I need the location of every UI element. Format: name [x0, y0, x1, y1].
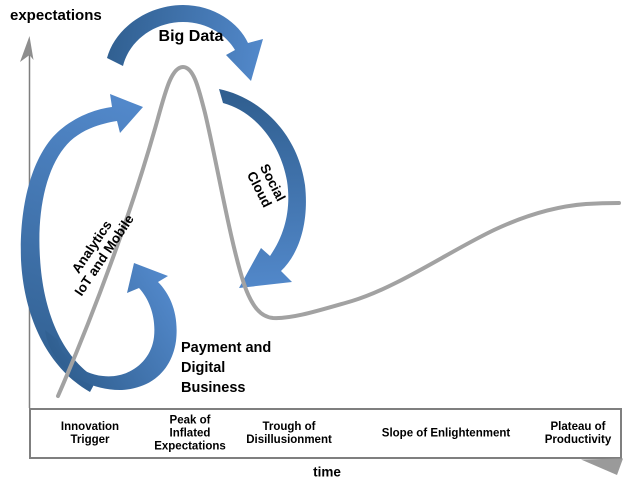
phase-labels-box [29, 408, 622, 459]
phase-label-trough-of-disillusionment: Trough of Disillusionment [246, 421, 332, 446]
y-axis-label: expectations [10, 7, 102, 24]
phase-label-slope-of-enlightenment: Slope of Enlightenment [381, 427, 511, 440]
phase-label-peak-of-inflated-expectations: Peak of Inflated Expectations [154, 414, 226, 453]
social-cloud-arrow [219, 89, 306, 288]
y-axis-arrowhead-icon [20, 36, 34, 62]
big-data-arrow [107, 5, 263, 81]
phase-label-innovation-trigger: Innovation Trigger [60, 421, 120, 446]
label-payment-digital-business: Payment and Digital Business [181, 340, 272, 396]
x-axis-arrowhead-icon [581, 458, 623, 475]
hype-curve [56, 64, 621, 398]
x-axis-label: time [313, 464, 341, 480]
payment-digital-business-arrow [45, 263, 177, 391]
phase-label-plateau-of-productivity: Plateau of Productivity [544, 421, 612, 446]
analytics-iot-mobile-arrow [20, 94, 144, 392]
label-big-data: Big Data [158, 28, 224, 45]
